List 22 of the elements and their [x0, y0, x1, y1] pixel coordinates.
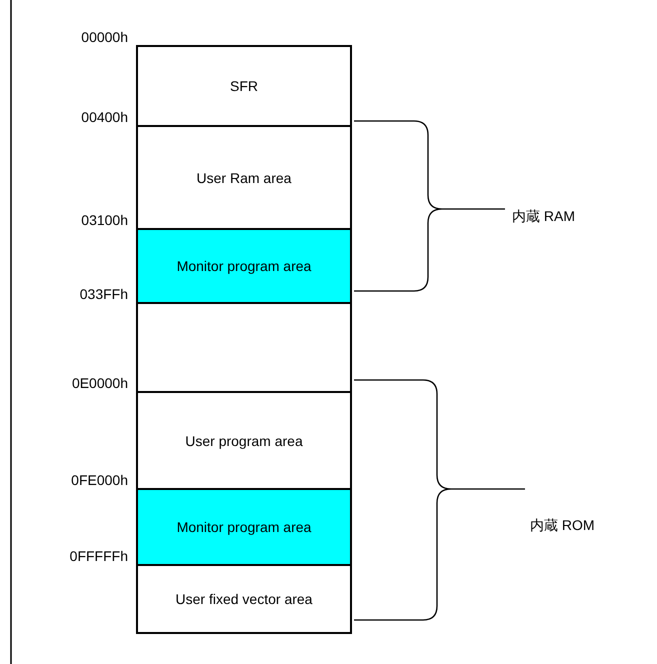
- highlighted-memory-block: [136, 228, 352, 304]
- block-label: Monitor program area: [176, 258, 312, 274]
- block-label: User Ram area: [196, 170, 292, 186]
- memory-block: [136, 125, 352, 230]
- bracket-label: 内蔵 ROM: [530, 517, 595, 535]
- block-label: Monitor program area: [176, 519, 312, 535]
- block-label: User program area: [185, 432, 303, 448]
- address-label: 00000h: [81, 29, 128, 45]
- bracket-label: 内蔵 RAM: [512, 208, 575, 226]
- address-label: 03100h: [81, 212, 128, 228]
- block-label: User fixed vector area: [176, 591, 312, 607]
- memory-block: [136, 564, 352, 634]
- address-label: 0FFFFFh: [70, 548, 128, 564]
- address-label: 00400h: [81, 109, 128, 125]
- memory-block: [136, 45, 352, 127]
- address-label: 0E0000h: [72, 375, 128, 391]
- address-label: 0FE000h: [71, 472, 128, 488]
- address-label: 033FFh: [80, 286, 128, 302]
- block-label: SFR: [230, 78, 258, 94]
- memory-gap-block: [136, 302, 352, 393]
- memory-block: [136, 391, 352, 490]
- highlighted-memory-block: [136, 488, 352, 566]
